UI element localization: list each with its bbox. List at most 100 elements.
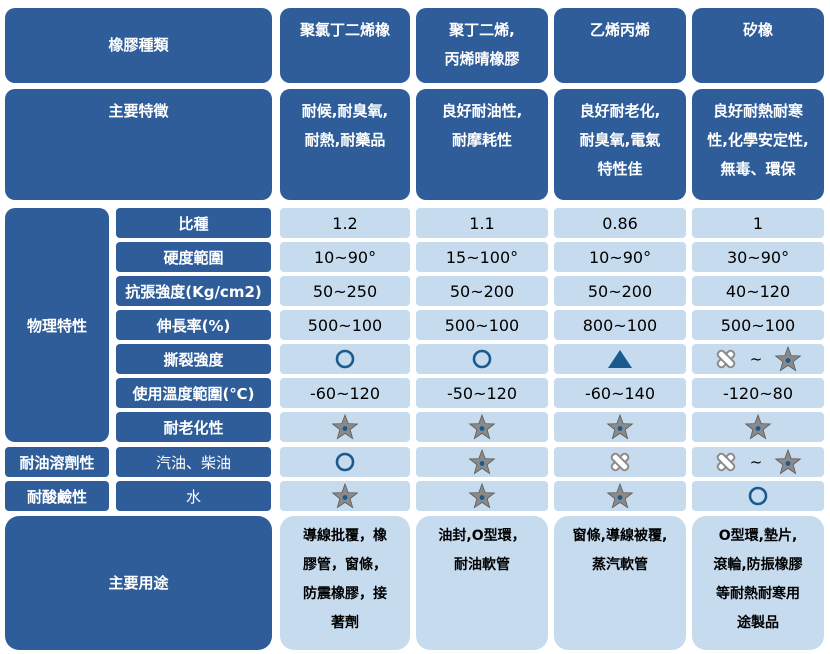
rubber-type-name: 聚氯丁二烯橡 (300, 16, 390, 45)
solvent-value-cell (554, 447, 686, 477)
property-value-cell (554, 412, 686, 442)
property-value-cell (280, 344, 410, 374)
text-line: 特性佳 (597, 160, 643, 178)
solvent-value-cell (416, 447, 548, 477)
feature-text: 耐候,耐臭氧,耐熱,耐藥品 (302, 97, 388, 155)
rubber-type-name: 聚丁二烯, 丙烯晴橡膠 (444, 16, 519, 74)
rubber-type-name: 乙烯丙烯 (590, 16, 650, 45)
use-cell: O型環,墊片,滾輪,防振橡膠等耐熱耐寒用途製品 (692, 516, 824, 650)
property-value-cell (416, 344, 548, 374)
circle-icon (334, 451, 356, 473)
feature-cell: 良好耐油性,耐摩耗性 (416, 89, 548, 200)
range-separator: ~ (749, 453, 763, 471)
feature-text: 良好耐油性,耐摩耗性 (442, 97, 523, 155)
property-value-cell: ~ (692, 344, 824, 374)
acid-sublabel: 水 (185, 487, 201, 506)
property-label-cell: 撕裂強度 (116, 344, 271, 374)
acid-label-cell: 耐酸鹼性 (5, 481, 109, 511)
star-icon (744, 413, 772, 441)
range-separator: ~ (749, 350, 763, 368)
header-category-cell: 橡膠種類 (5, 8, 272, 83)
circle-icon (334, 348, 356, 370)
text-line: 途製品 (736, 615, 779, 631)
property-label: 撕裂強度 (163, 350, 224, 369)
text-line: 耐候,耐臭氧, (301, 102, 389, 120)
uses-label-cell: 主要用途 (5, 516, 272, 650)
cell-value: 15~100° (445, 247, 519, 267)
physical-label-cell: 物理特性 (5, 208, 109, 442)
property-value-cell: -60~120 (280, 378, 410, 408)
property-label: 硬度範圍 (163, 248, 224, 267)
property-value-cell: 500~100 (692, 310, 824, 340)
text-line: 丙烯晴橡膠 (444, 50, 520, 68)
property-value-cell: -50~120 (416, 378, 548, 408)
property-label-cell: 抗張強度(Kg/cm2) (116, 276, 271, 306)
uses-label: 主要用途 (108, 573, 169, 592)
text-line: 等耐熱耐寒用 (715, 586, 800, 602)
cell-value: 500~100 (307, 315, 383, 335)
triangle-icon (606, 348, 634, 370)
cell-value: 50~250 (312, 281, 378, 301)
property-value-cell: 50~200 (554, 276, 686, 306)
star-icon (331, 482, 359, 510)
text-line: 著劑 (331, 615, 359, 631)
property-value-cell: 500~100 (280, 310, 410, 340)
use-text: 油封,O型環，耐油軟管 (438, 522, 525, 580)
use-cell: 導線批覆，橡膠管，窗條，防震橡膠，接著劑 (280, 516, 410, 650)
star-icon (606, 413, 634, 441)
text-line: 耐油軟管 (453, 557, 510, 573)
cell-value: -60~120 (309, 383, 381, 403)
cell-value: 500~100 (444, 315, 520, 335)
property-value-cell: 1.2 (280, 208, 410, 238)
cross-icon (608, 450, 632, 474)
star-icon (331, 413, 359, 441)
property-value-cell (416, 412, 548, 442)
text-line: 性,化學安定性, (707, 131, 809, 149)
property-label: 使用溫度範圍(℃) (132, 384, 255, 403)
circle-icon (471, 348, 493, 370)
text-line: 良好耐老化, (579, 102, 661, 120)
text-line: 無毒、環保 (720, 160, 796, 178)
text-line: 良好耐油性, (441, 102, 523, 120)
solvent-value-cell: ~ (692, 447, 824, 477)
property-value-cell (280, 412, 410, 442)
feature-cell: 良好耐熱耐寒性,化學安定性,無毒、環保 (692, 89, 824, 200)
property-value-cell (692, 412, 824, 442)
star-icon (774, 345, 802, 373)
text-line: 窗條,導線被覆, (572, 528, 668, 544)
use-text: O型環,墊片,滾輪,防振橡膠等耐熱耐寒用途製品 (713, 522, 802, 638)
solvent-label-cell: 耐油溶劑性 (5, 447, 109, 477)
property-value-cell: 0.86 (554, 208, 686, 238)
features-label: 主要特徵 (108, 102, 169, 120)
header-category-label: 橡膠種類 (108, 31, 168, 60)
text-line: O型環,墊片, (718, 528, 798, 544)
property-value-cell: 40~120 (692, 276, 824, 306)
text-line: 聚丁二烯, (449, 21, 515, 39)
cell-value: 1 (752, 213, 764, 233)
cell-value: 50~200 (587, 281, 653, 301)
text-line: 防震橡膠，接 (303, 586, 387, 602)
star-icon (468, 482, 496, 510)
acid-value-cell (554, 481, 686, 511)
property-value-cell: 15~100° (416, 242, 548, 272)
cell-value: 50~200 (449, 281, 515, 301)
header-type-cell: 聚丁二烯, 丙烯晴橡膠 (416, 8, 548, 83)
cell-value: -60~140 (584, 383, 656, 403)
star-icon (468, 448, 496, 476)
property-value-cell: 800~100 (554, 310, 686, 340)
text-line: 膠管，窗條， (303, 557, 387, 573)
property-label: 比種 (178, 214, 209, 233)
property-label-cell: 使用溫度範圍(℃) (116, 378, 271, 408)
cell-value: 0.86 (602, 213, 638, 233)
cell-value: 10~90° (588, 247, 652, 267)
star-icon (606, 482, 634, 510)
property-label-cell: 耐老化性 (116, 412, 271, 442)
cell-value: -120~80 (722, 383, 794, 403)
cell-value: 30~90° (726, 247, 790, 267)
property-value-cell: 30~90° (692, 242, 824, 272)
use-text: 窗條,導線被覆,蒸汽軟管 (573, 522, 668, 580)
property-value-cell: 10~90° (280, 242, 410, 272)
cell-value: -50~120 (446, 383, 518, 403)
cell-value: 1.2 (332, 213, 358, 233)
